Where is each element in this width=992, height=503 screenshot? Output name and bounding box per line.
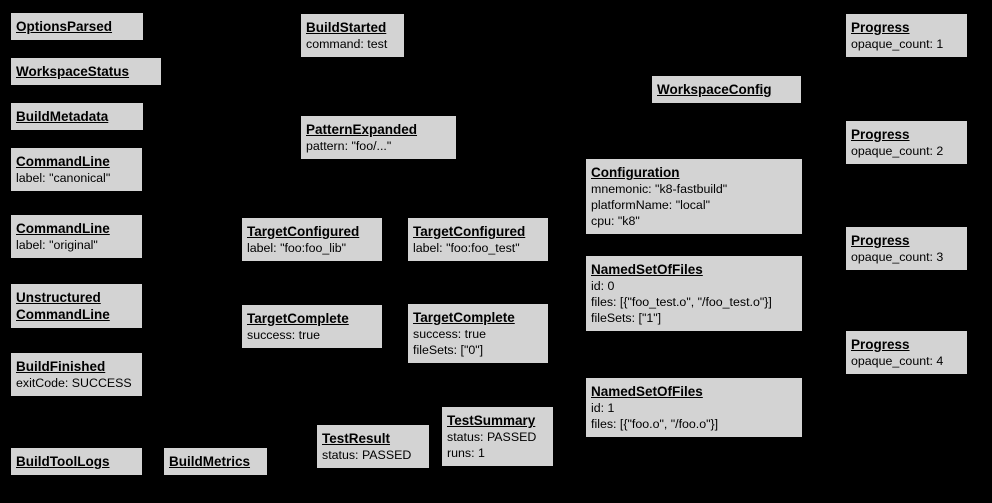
- event-node-configuration: Configuration mnemonic: "k8-fastbuild" pla…: [585, 158, 803, 235]
- event-node-detail: success: true: [413, 327, 486, 341]
- event-node-detail: id: 0: [591, 279, 615, 293]
- event-node-title: Progress: [851, 20, 910, 35]
- event-node-title: TargetComplete: [413, 310, 515, 325]
- event-node-title: BuildMetadata: [16, 109, 109, 124]
- event-node-detail: status: PASSED: [447, 430, 537, 444]
- event-node-detail: label: "foo:foo_lib": [247, 241, 347, 255]
- event-node-detail: label: "foo:foo_test": [413, 241, 520, 255]
- event-node-title: WorkspaceConfig: [657, 82, 772, 97]
- event-node-detail: success: true: [247, 328, 320, 342]
- event-node-title: WorkspaceStatus: [16, 64, 130, 79]
- event-node-title: BuildToolLogs: [16, 454, 110, 469]
- event-node-build-started: BuildStarted command: test: [300, 13, 405, 58]
- event-node-detail: label: "original": [16, 238, 98, 252]
- event-node-title: TargetConfigured: [413, 224, 526, 239]
- event-node-detail: label: "canonical": [16, 171, 111, 185]
- event-node-target-configured-foo-test: TargetConfigured label: "foo:foo_test": [407, 217, 549, 262]
- event-node-detail: fileSets: ["1"]: [591, 311, 662, 325]
- event-node-progress-2: Progress opaque_count: 2: [845, 120, 968, 165]
- event-node-title: CommandLine: [16, 221, 110, 236]
- event-node-title: NamedSetOfFiles: [591, 384, 703, 399]
- event-node-test-summary: TestSummary status: PASSED runs: 1: [441, 406, 554, 467]
- event-node-named-set-of-files-1: NamedSetOfFiles id: 1 files: [{"foo.o", "/…: [585, 377, 803, 438]
- event-node-title: BuildFinished: [16, 359, 106, 374]
- event-node-named-set-of-files-0: NamedSetOfFiles id: 0 files: [{"foo_test.o…: [585, 255, 803, 332]
- event-node-build-tool-logs: BuildToolLogs: [10, 447, 143, 476]
- event-node-detail: command: test: [306, 37, 388, 51]
- event-node-detail: cpu: "k8": [591, 214, 640, 228]
- event-node-target-configured-foo-lib: TargetConfigured label: "foo:foo_lib": [241, 217, 383, 262]
- event-node-pattern-expanded: PatternExpanded pattern: "foo/...": [300, 115, 457, 160]
- event-node-detail: opaque_count: 3: [851, 250, 944, 264]
- event-node-title: TargetConfigured: [247, 224, 360, 239]
- event-node-detail: id: 1: [591, 401, 615, 415]
- event-node-detail: mnemonic: "k8-fastbuild": [591, 182, 728, 196]
- event-node-build-finished: BuildFinished exitCode: SUCCESS: [10, 352, 143, 397]
- event-node-title: BuildMetrics: [169, 454, 251, 469]
- event-node-detail: files: [{"foo_test.o", "/foo_test.o"}]: [591, 295, 772, 309]
- event-node-title: Configuration: [591, 165, 680, 180]
- event-node-title: CommandLine: [16, 154, 110, 169]
- event-node-title: TestSummary: [447, 413, 536, 428]
- event-node-detail: platformName: "local": [591, 198, 710, 212]
- event-node-build-metrics: BuildMetrics: [163, 447, 268, 476]
- event-node-command-line-canonical: CommandLine label: "canonical": [10, 147, 143, 192]
- event-node-title: Progress: [851, 233, 910, 248]
- event-node-build-metadata: BuildMetadata: [10, 102, 144, 131]
- event-node-target-complete-foo-lib: TargetComplete success: true: [241, 304, 383, 349]
- event-node-detail: files: [{"foo.o", "/foo.o"}]: [591, 417, 719, 431]
- event-node-detail: fileSets: ["0"]: [413, 343, 484, 357]
- event-node-title: CommandLine: [16, 307, 110, 322]
- event-node-title: PatternExpanded: [306, 122, 418, 137]
- event-node-title: Unstructured: [16, 290, 101, 305]
- event-node-progress-3: Progress opaque_count: 3: [845, 226, 968, 271]
- event-node-detail: runs: 1: [447, 446, 485, 460]
- event-node-detail: exitCode: SUCCESS: [16, 376, 132, 390]
- event-node-title: Progress: [851, 127, 910, 142]
- event-node-title: TargetComplete: [247, 311, 349, 326]
- event-node-detail: opaque_count: 1: [851, 37, 944, 51]
- event-node-target-complete-foo-test: TargetComplete success: true fileSets: ["0…: [407, 303, 549, 364]
- event-node-title: OptionsParsed: [16, 19, 113, 34]
- event-node-test-result: TestResult status: PASSED: [316, 424, 430, 469]
- event-node-title: NamedSetOfFiles: [591, 262, 703, 277]
- event-node-workspace-config: WorkspaceConfig: [651, 75, 802, 104]
- event-node-options-parsed: OptionsParsed: [10, 12, 144, 41]
- event-node-command-line-original: CommandLine label: "original": [10, 214, 143, 259]
- event-node-title: BuildStarted: [306, 20, 387, 35]
- event-node-progress-4: Progress opaque_count: 4: [845, 330, 968, 375]
- event-node-detail: pattern: "foo/...": [306, 139, 392, 153]
- event-node-title: Progress: [851, 337, 910, 352]
- event-node-detail: opaque_count: 4: [851, 354, 944, 368]
- event-node-workspace-status: WorkspaceStatus: [10, 57, 162, 86]
- event-node-detail: status: PASSED: [322, 448, 412, 462]
- event-node-title: TestResult: [322, 431, 391, 446]
- event-node-progress-1: Progress opaque_count: 1: [845, 13, 968, 58]
- event-node-detail: opaque_count: 2: [851, 144, 944, 158]
